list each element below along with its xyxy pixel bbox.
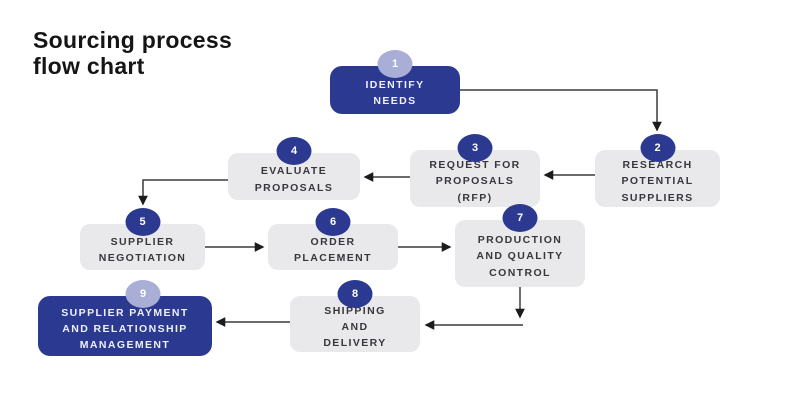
step-number-badge: 1 [377,50,413,78]
node-label: SUPPLIER NEGOTIATION [98,235,187,264]
node-order-placement[interactable]: 6 ORDER PLACEMENT [268,208,398,270]
node-identify-needs[interactable]: 1 IDENTIFY NEEDS [330,50,460,114]
step-number-badge: 2 [640,134,675,162]
node-label: PRODUCTION AND QUALITY CONTROL [476,234,564,279]
node-label: RESEARCH POTENTIAL SUPPLIERS [621,159,694,204]
node-evaluate-proposals[interactable]: 4 EVALUATE PROPOSALS [228,137,360,200]
node-label: SHIPPING AND DELIVERY [323,304,387,350]
node-production-quality-control[interactable]: 7 PRODUCTION AND QUALITY CONTROL [455,204,585,287]
step-number-badge: 3 [457,134,493,162]
node-research-potential-suppliers[interactable]: 2 RESEARCH POTENTIAL SUPPLIERS [595,134,720,207]
node-supplier-payment-relationship-management[interactable]: 9 SUPPLIER PAYMENT AND RELATIONSHIP MANA… [38,280,212,356]
connector-4-5 [138,179,228,206]
node-request-for-proposals[interactable]: 3 REQUEST FOR PROPOSALS (RFP) [410,134,540,207]
node-label: IDENTIFY NEEDS [365,78,425,107]
node-label: EVALUATE PROPOSALS [254,165,334,194]
step-number-badge: 7 [502,204,538,232]
connector-1-2 [460,89,662,132]
node-label: REQUEST FOR PROPOSALS (RFP) [429,159,521,204]
node-shipping-delivery[interactable]: 8 SHIPPING AND DELIVERY [290,280,420,352]
step-number-badge: 5 [125,208,160,236]
node-label: SUPPLIER PAYMENT AND RELATIONSHIP MANAGE… [61,306,189,352]
page-title: Sourcing process flow chart [33,27,233,79]
step-number-badge: 9 [125,280,161,308]
step-number-badge: 6 [315,208,351,236]
step-number-badge: 4 [276,137,312,165]
node-label: ORDER PLACEMENT [294,235,372,264]
node-supplier-negotiation[interactable]: 5 SUPPLIER NEGOTIATION [80,208,205,270]
step-number-badge: 8 [337,280,373,308]
